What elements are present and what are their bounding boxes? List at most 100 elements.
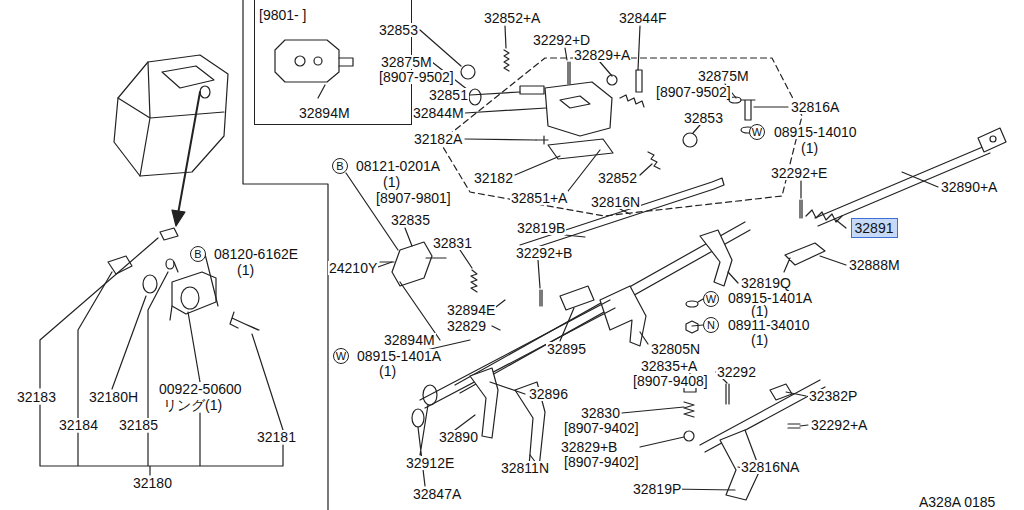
shift-rod	[684, 402, 694, 417]
date-range: [8907-9402]	[563, 421, 640, 435]
callout-number: 32183	[16, 390, 57, 404]
circled-letter: W	[703, 291, 719, 307]
selector-housing	[741, 100, 755, 120]
leader-line	[465, 125, 700, 195]
callout-number: 08911-34010	[727, 318, 810, 332]
leader-line	[455, 407, 808, 468]
shift-rod	[990, 136, 996, 142]
callout-number: 32895	[546, 342, 587, 356]
callout-number: 32835	[390, 213, 431, 227]
leader-line	[188, 312, 200, 382]
leader-line	[148, 272, 168, 418]
shift-rod	[540, 290, 542, 306]
shift-rod	[471, 270, 477, 292]
selector-housing	[560, 96, 590, 108]
shift-rod	[380, 128, 1006, 500]
shift-rod	[978, 128, 1006, 152]
callout-number: 32816N	[590, 195, 641, 209]
selector-housing	[568, 62, 570, 84]
callout-number: 32896	[528, 387, 569, 401]
transmission-sketch	[114, 55, 228, 176]
part-number: 32891	[855, 221, 894, 235]
arrow-head	[172, 210, 185, 226]
callout-number: 32835+A	[640, 359, 698, 373]
shift-rod	[788, 424, 800, 428]
switch-parts	[172, 272, 216, 314]
highlighted-part-number: 32891	[851, 218, 898, 238]
leader-line	[465, 62, 788, 113]
quantity: (1)	[382, 175, 401, 189]
shift-rod	[600, 286, 646, 346]
switch-parts	[170, 262, 178, 320]
callout-number: 32185	[118, 418, 159, 432]
callout-number: 08120-6162E	[213, 247, 299, 261]
circled-letter: B	[190, 246, 206, 262]
shift-rod	[520, 178, 724, 252]
selector-housing	[504, 50, 509, 71]
shift-rod	[686, 321, 698, 333]
callout-number: 32181	[256, 430, 297, 444]
shift-rod	[686, 301, 698, 307]
callout-number: 32819P	[632, 482, 682, 496]
leader-line	[346, 173, 630, 268]
callout-number: 32182A	[413, 132, 463, 146]
callout-number: 32819B	[516, 221, 566, 235]
callout-number: 08915-1401A	[356, 349, 442, 363]
exploded-view-illustration	[40, 0, 1006, 510]
shift-rod	[800, 200, 802, 218]
inset-part	[275, 40, 353, 98]
selector-housing	[536, 136, 548, 144]
selector-housing	[636, 70, 642, 92]
leader-line	[801, 172, 938, 265]
circled-letter-text: N	[707, 320, 715, 331]
switch-parts	[230, 312, 259, 330]
callout-number: 32852+A	[483, 11, 541, 25]
quantity: (1)	[236, 263, 255, 277]
callout-number: 32816NA	[740, 460, 800, 474]
inset-part	[295, 56, 305, 66]
callout-number: 32180	[132, 476, 173, 490]
date-range: [8907-9402]	[563, 455, 640, 469]
circled-letter-text: B	[194, 249, 201, 260]
callout-number: 08915-1401A	[727, 291, 813, 305]
callout-number: 32292+E	[770, 166, 828, 180]
date-range: [8907-9502]	[655, 85, 732, 99]
circled-letter-text: B	[336, 161, 343, 172]
inset-part	[318, 85, 325, 98]
leader-line	[252, 334, 283, 430]
callout-number: リング(1)	[162, 398, 223, 412]
callout-number: 32382P	[808, 389, 858, 403]
callout-number: 32829	[446, 319, 487, 333]
callout-number: 32805N	[650, 342, 701, 356]
transmission-sketch	[178, 92, 200, 214]
group-outline	[440, 58, 802, 216]
leader-line	[400, 282, 648, 344]
callout-number: 32829+B	[560, 440, 618, 454]
callout-number: 32844F	[618, 11, 667, 25]
leader-line	[400, 340, 806, 396]
callout-number: 08915-14010	[773, 125, 858, 139]
callout-number: 24210Y	[328, 261, 378, 275]
inset-part	[275, 40, 339, 82]
callout-number: 08121-0201A	[355, 159, 441, 173]
callout-number: 32890	[438, 430, 479, 444]
date-range: [9801- ]	[259, 8, 306, 22]
quantity: (1)	[750, 304, 769, 318]
date-range: [8907-9801]	[375, 191, 452, 205]
circled-letter: W	[333, 348, 349, 364]
selector-housing	[683, 133, 697, 147]
quantity: (1)	[378, 364, 397, 378]
callout-number: 32875M	[697, 69, 750, 83]
callout-number: 32180H	[88, 390, 139, 404]
inset-part	[314, 57, 322, 65]
shift-rod	[726, 384, 729, 404]
callout-number: 32851+A	[510, 191, 568, 205]
callout-number: 32292	[716, 365, 757, 379]
date-range: [8907-9502]	[378, 70, 455, 84]
circled-letter-text: W	[336, 351, 346, 362]
switch-parts	[181, 287, 199, 309]
switch-parts	[166, 259, 174, 269]
